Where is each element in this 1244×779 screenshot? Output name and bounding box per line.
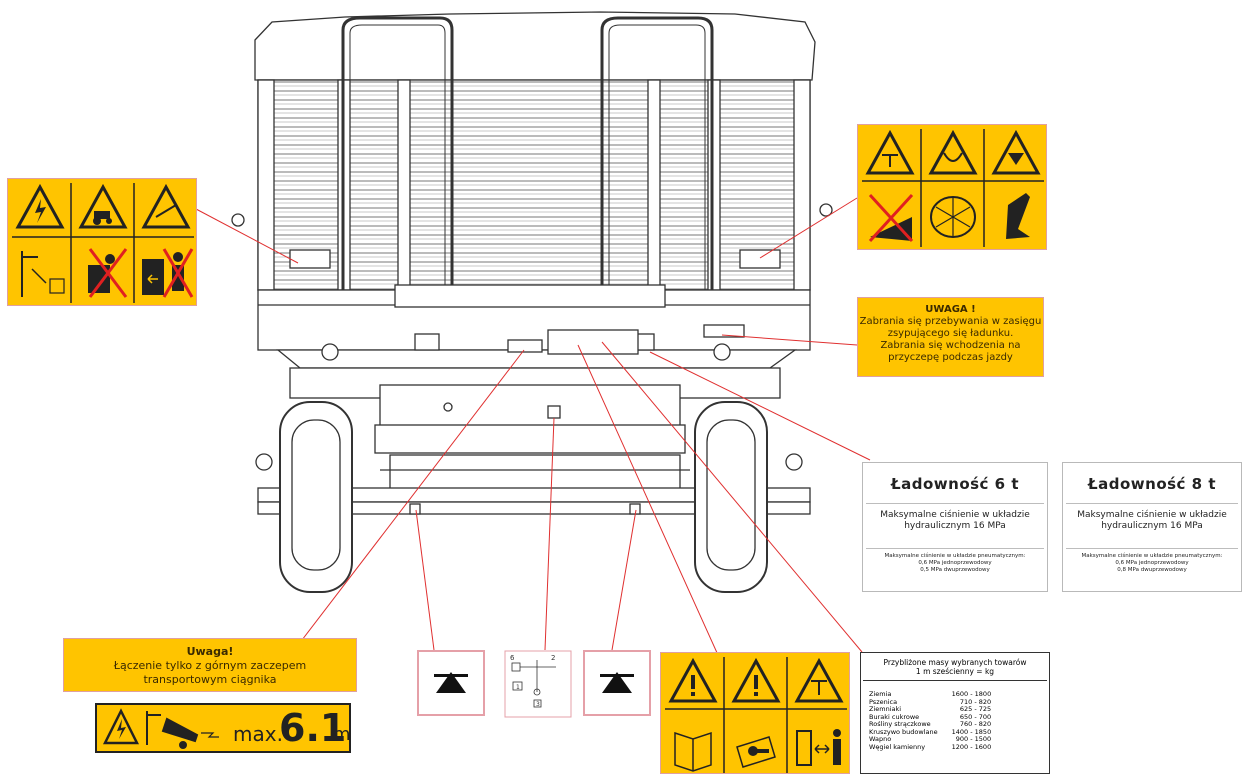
jack-label-c: 1 bbox=[516, 684, 520, 691]
capacity-title: Ładowność 8 t bbox=[1087, 475, 1216, 493]
no-stand-under-load-icon bbox=[88, 248, 128, 298]
jack-label-d: 3 bbox=[536, 701, 540, 708]
rotating-parts-icon bbox=[928, 129, 978, 175]
general-warning-icon bbox=[731, 657, 781, 703]
warning-line: Zabrania się wchodzenia na bbox=[880, 340, 1021, 351]
pneumatic-pressure-text: Maksymalne ciśnienie w układzie pneumaty… bbox=[1081, 553, 1223, 559]
jack-label-b: 2 bbox=[551, 654, 555, 662]
general-warning-icon bbox=[668, 657, 718, 703]
label-capacity-6t: Ładowność 6 t Maksymalne ciśnienie w ukł… bbox=[862, 462, 1048, 592]
sticker-warning-hitch: Uwaga! Łączenie tylko z górnym zaczepem … bbox=[63, 638, 357, 692]
read-manual-icon bbox=[674, 731, 712, 772]
warning-line: przyczepę podczas jazdy bbox=[888, 352, 1013, 363]
tipper-height-icon bbox=[146, 711, 219, 749]
tractor-runover-icon bbox=[78, 183, 128, 229]
jack-triangle-icon bbox=[602, 672, 632, 693]
hitch-warning-title: Uwaga! bbox=[186, 645, 234, 658]
hitch-warning-line: transportowym ciągnika bbox=[143, 673, 277, 686]
leader-lines bbox=[195, 197, 871, 656]
electric-hazard-icon bbox=[102, 708, 140, 745]
sticker-warning-no-stay: UWAGA ! Zabrania się przebywania w zasię… bbox=[857, 297, 1044, 377]
warning-line: zsypującego się ładunku. bbox=[887, 328, 1014, 339]
sticker-pictograms-left bbox=[7, 178, 197, 306]
mass-table-subtitle: 1 m sześcienny = kg bbox=[915, 667, 995, 676]
no-person-in-dump-zone-icon bbox=[142, 248, 194, 298]
pneumatic-single-line: 0,6 MPa jednoprzewodowy bbox=[918, 560, 992, 566]
falling-object-icon bbox=[794, 657, 844, 703]
jack-sticker-right bbox=[583, 650, 651, 716]
power-line-distance-icon bbox=[21, 251, 65, 297]
pneumatic-pressure-text: Maksymalne ciśnienie w układzie pneumaty… bbox=[884, 553, 1026, 559]
warning-title: UWAGA ! bbox=[925, 304, 976, 315]
label-bulk-density-table: Przybliżone masy wybranych towarów 1 m s… bbox=[860, 652, 1050, 774]
electric-hazard-icon bbox=[15, 183, 65, 229]
crush-foot-icon bbox=[991, 129, 1041, 175]
crush-hazard-icon bbox=[141, 183, 191, 229]
support-jack-icon bbox=[1006, 193, 1030, 239]
falling-object-icon bbox=[865, 129, 915, 175]
max-height-prefix: max. bbox=[233, 722, 283, 746]
key-removal-icon bbox=[736, 736, 776, 768]
sticker-pictograms-bottom bbox=[660, 652, 850, 774]
sticker-pictograms-right bbox=[857, 124, 1047, 250]
max-height-value: 6.1 bbox=[279, 706, 347, 750]
jack-triangle-icon bbox=[436, 672, 466, 693]
jack-schematic-sticker bbox=[504, 650, 572, 718]
mass-table-title: Przybliżone masy wybranych towarów bbox=[883, 658, 1027, 667]
hitch-warning-line: Łączenie tylko z górnym zaczepem bbox=[113, 659, 307, 672]
hydraulic-pressure-text: Maksymalne ciśnienie w układzie hydrauli… bbox=[866, 503, 1044, 548]
jack-label-a: 6 bbox=[510, 654, 515, 662]
no-step-on-platform-icon bbox=[868, 193, 914, 243]
trailer-rear-view-drawing bbox=[231, 11, 833, 593]
capacity-title: Ładowność 6 t bbox=[890, 475, 1019, 493]
warning-line: Zabrania się przebywania w zasięgu bbox=[859, 316, 1042, 327]
hydraulic-pressure-text: Maksymalne ciśnienie w układzie hydrauli… bbox=[1066, 503, 1238, 548]
pneumatic-single-line: 0,6 MPa jednoprzewodowy bbox=[1115, 560, 1189, 566]
shaft-entanglement-icon bbox=[930, 196, 976, 238]
label-capacity-8t: Ładowność 8 t Maksymalne ciśnienie w ukł… bbox=[1062, 462, 1242, 592]
pneumatic-dual-line: 0,5 MPa dwuprzewodowy bbox=[920, 567, 990, 573]
sticker-max-height: max. 6.1 m bbox=[95, 703, 351, 753]
pneumatic-dual-line: 0,8 MPa dwuprzewodowy bbox=[1117, 567, 1187, 573]
keep-distance-icon bbox=[796, 729, 841, 766]
max-height-unit: m bbox=[333, 724, 351, 745]
